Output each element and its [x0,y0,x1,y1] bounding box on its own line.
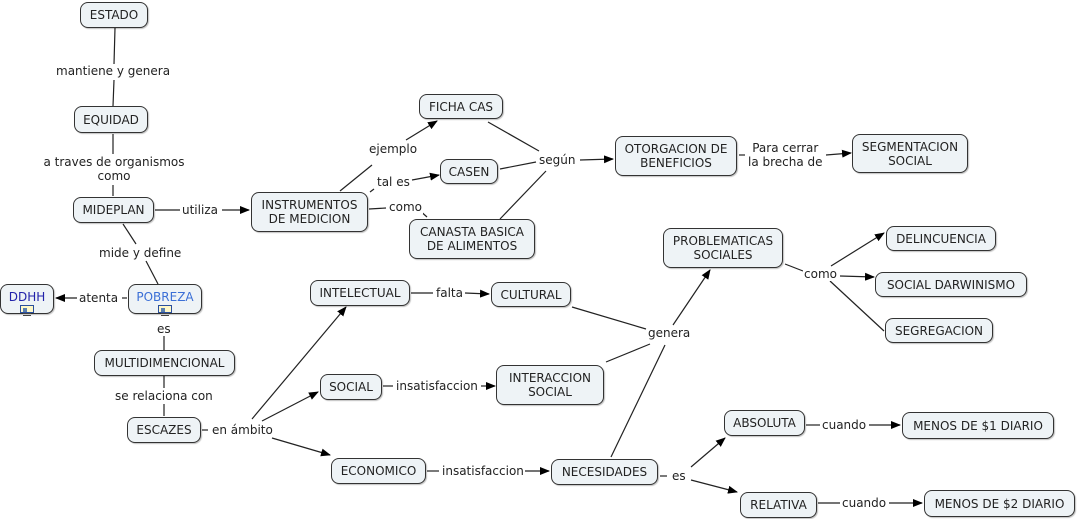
node-cultural[interactable]: CULTURAL [491,282,571,307]
link-mide-y-define[interactable]: mide y define [98,246,183,260]
link-falta[interactable]: falta [435,286,464,300]
line-tales-casen [411,172,440,181]
line-falta-cultural [464,289,490,298]
link-como-canasta[interactable]: como [388,200,423,214]
node-instrumentos-de-medicion[interactable]: INSTRUMENTOS DE MEDICION [251,192,368,232]
node-intelectual[interactable]: INTELECTUAL [310,280,410,306]
node-otorgacion-de-beneficios[interactable]: OTORGACION DE BENEFICIOS [615,136,737,176]
line-genera-problematicas [672,269,711,326]
link-genera[interactable]: genera [647,326,692,340]
link-segun[interactable]: según [538,153,577,167]
link-para-cerrar-la-brecha-de[interactable]: Para cerrar la brecha de [747,141,824,169]
node-social-darwinismo[interactable]: SOCIAL DARWINISMO [875,272,1027,297]
line-instrumentos-tales [369,188,375,193]
line-casen-segun [499,161,537,170]
node-canasta-basica[interactable]: CANASTA BASICA DE ALIMENTOS [409,219,535,259]
node-ficha-cas[interactable]: FICHA CAS [419,94,503,119]
link-se-relaciona-con[interactable]: se relaciona con [114,389,214,403]
line-es-absoluta [690,437,726,468]
link-en-ambito[interactable]: en ámbito [211,423,274,437]
link-ejemplo[interactable]: ejemplo [368,142,419,156]
node-estado[interactable]: ESTADO [80,2,148,28]
link-como-problematicas[interactable]: como [803,267,838,281]
line-paracerrar-segmentacion [825,149,852,158]
line-segun-otorgacion [579,155,614,164]
node-menos-de-1-diario[interactable]: MENOS DE $1 DIARIO [902,412,1054,439]
node-relativa[interactable]: RELATIVA [740,492,817,518]
line-problematicas-como [784,263,804,272]
node-segmentacion-social[interactable]: SEGMENTACION SOCIAL [852,134,968,173]
link-atenta[interactable]: atenta [78,291,120,305]
line-ejemplo-fichacas [405,120,438,141]
node-casen[interactable]: CASEN [440,159,498,184]
node-pobreza[interactable]: POBREZA [128,284,202,314]
link-cuando-relativa[interactable]: cuando [841,496,888,510]
node-ddhh[interactable]: DDHH [0,284,54,314]
link-a-traves-de-organismos[interactable]: a traves de organismos como [40,155,188,183]
line-cultural-genera [571,306,647,330]
node-delincuencia[interactable]: DELINCUENCIA [886,226,996,251]
node-problematicas-sociales[interactable]: PROBLEMATICAS SOCIALES [663,228,783,268]
node-necesidades[interactable]: NECESIDADES [551,459,658,485]
link-cuando-absoluta[interactable]: cuando [821,418,868,432]
line-como-segregacion [829,280,885,332]
line-mideplan-mide [122,223,137,245]
node-absoluta[interactable]: ABSOLUTA [724,410,805,436]
node-interaccion-social[interactable]: INTERACCION SOCIAL [496,365,604,405]
link-es-necesidades[interactable]: es [671,469,687,483]
link-tal-es[interactable]: tal es [376,175,411,189]
line-fichacas-segun [487,121,540,152]
line-necesidades-genera [610,344,666,458]
line-enambito-intelectual [251,306,347,420]
link-mantiene-y-genera[interactable]: mantiene y genera [55,64,172,78]
line-como-delincuencia [830,232,885,267]
node-multidimencional[interactable]: MULTIDIMENCIONAL [94,350,235,376]
node-escazes[interactable]: ESCAZES [127,417,201,443]
line-enambito-social [261,391,319,422]
line-canasta-segun [499,170,547,220]
node-economico[interactable]: ECONOMICO [331,458,426,484]
line-instrumentos-ejemplo [339,164,373,192]
line-interaccion-genera [605,343,651,363]
line-instrumentos-como [368,207,387,210]
line-es-relativa [690,479,738,494]
link-insatisfaccion-economico[interactable]: insatisfaccion [441,464,525,478]
node-equidad[interactable]: EQUIDAD [74,106,148,133]
line-como-darwinismo [839,272,875,281]
line-mide-pobreza [145,260,159,285]
node-segregacion[interactable]: SEGREGACION [885,318,993,343]
link-insatisfaccion-social[interactable]: insatisfaccion [395,379,479,393]
node-mideplan[interactable]: MIDEPLAN [73,197,154,223]
node-social[interactable]: SOCIAL [320,374,382,400]
line-enambito-economico [271,437,331,457]
node-menos-de-2-diario[interactable]: MENOS DE $2 DIARIO [924,490,1075,517]
document-icon[interactable] [20,305,34,314]
line-estado-mantiene [113,27,116,65]
link-utiliza[interactable]: utiliza [181,203,219,217]
line-mantiene-equidad [112,79,115,107]
link-es[interactable]: es [156,322,172,336]
document-icon[interactable] [158,305,172,314]
